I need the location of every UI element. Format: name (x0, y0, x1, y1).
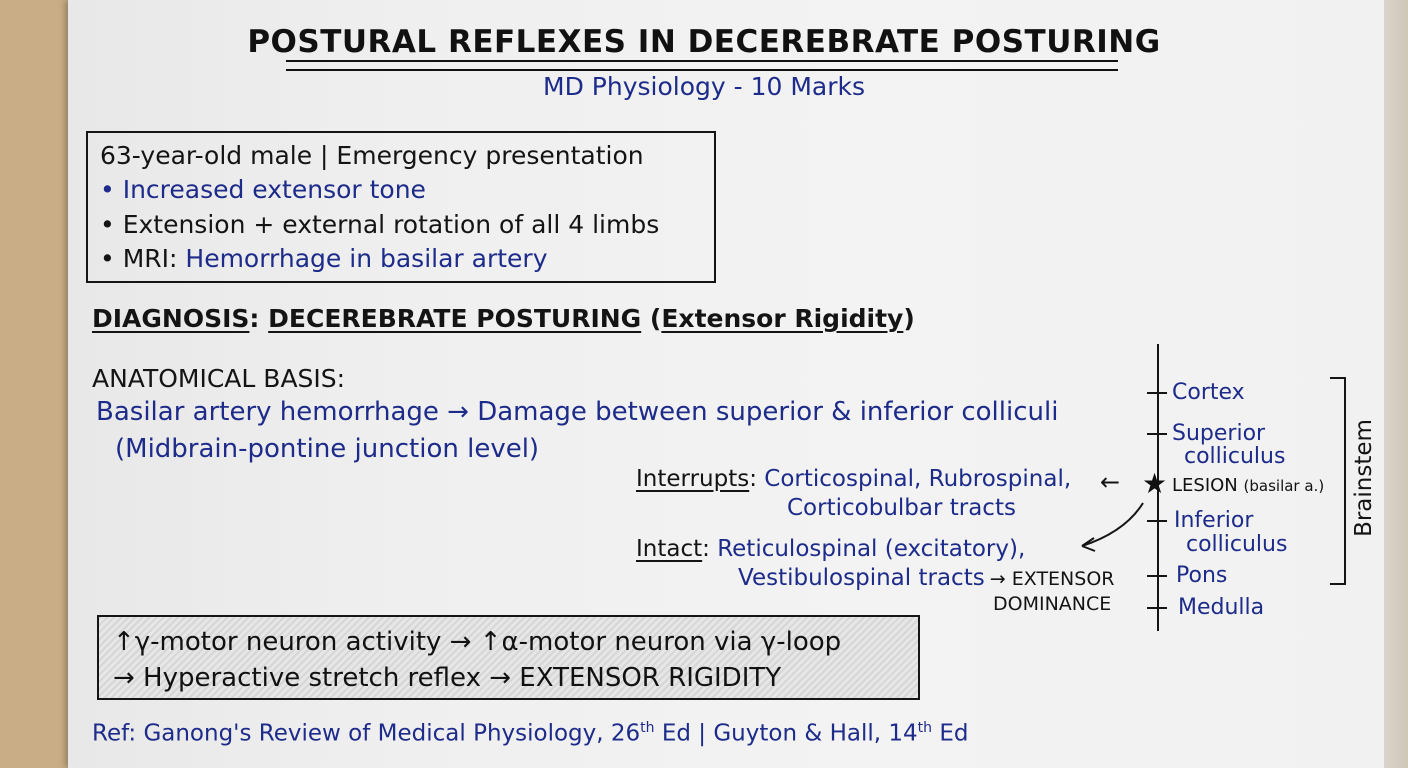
arrow-left-icon: ← (1100, 468, 1121, 496)
reference-line: Ref: Ganong's Review of Medical Physiolo… (92, 720, 968, 747)
case-finding-mri: • MRI: Hemorrhage in basilar artery (100, 244, 548, 273)
mechanism-result: EXTENSOR RIGIDITY (519, 663, 782, 693)
anatomical-line-2: (Midbrain-pontine junction level) (115, 434, 540, 464)
tick-superior-colliculus (1147, 433, 1167, 435)
intact-colon: : (702, 536, 710, 562)
page-subtitle: MD Physiology - 10 Marks (543, 72, 865, 101)
diagnosis-paren-close: ) (903, 304, 915, 333)
ref-separator: | (698, 720, 707, 747)
intact-line: Intact: Reticulospinal (excitatory), (636, 536, 1025, 562)
ref-ganong-sup: th (640, 720, 655, 736)
tick-cortex (1147, 392, 1167, 394)
intact-tracts-1: Reticulospinal (excitatory), (717, 536, 1026, 562)
lesion-note: (basilar a.) (1243, 477, 1325, 495)
intact-line-2: Vestibulospinal tracts → EXTENSOR (738, 565, 1114, 591)
anatomical-line-1: Basilar artery hemorrhage → Damage betwe… (96, 397, 1059, 427)
diagnosis-paren-open: ( (649, 304, 662, 333)
anatomical-heading: ANATOMICAL BASIS: (92, 364, 346, 393)
ref-guyton-sup: th (917, 720, 933, 736)
interrupts-label: Interrupts (636, 466, 750, 492)
case-demographics: 63-year-old male | Emergency presentatio… (100, 141, 644, 170)
intact-label: Intact (636, 536, 703, 562)
ref-prefix: Ref: (92, 720, 137, 747)
diagnosis-line: DIAGNOSIS: DECEREBRATE POSTURING (Extens… (92, 304, 915, 333)
lesion-label-group: LESION (basilar a.) (1172, 475, 1324, 496)
diagnosis-paren-text: Extensor Rigidity (661, 304, 904, 333)
diagnosis-value: DECEREBRATE POSTURING (268, 304, 642, 333)
brainstem-axis (1157, 344, 1159, 631)
level-inferior: Inferior (1174, 508, 1254, 533)
mri-value: Hemorrhage in basilar artery (185, 244, 548, 273)
mechanism-line-2: → Hyperactive stretch reflex → EXTENSOR … (113, 663, 781, 693)
level-cortex: Cortex (1172, 380, 1245, 405)
interrupts-line: Interrupts: Corticospinal, Rubrospinal, (636, 466, 1071, 492)
tick-inferior-colliculus (1147, 520, 1167, 522)
lesion-label: LESION (1172, 475, 1238, 496)
brainstem-label: Brainstem (1351, 419, 1377, 537)
level-inferior-colliculus: colliculus (1186, 532, 1288, 557)
diagnosis-label: DIAGNOSIS (92, 304, 250, 333)
case-finding-tone: • Increased extensor tone (100, 175, 426, 204)
extensor-dominance-1: → EXTENSOR (989, 568, 1115, 590)
interrupts-colon: : (749, 466, 757, 492)
diagnosis-colon: : (249, 304, 260, 333)
interrupts-tracts-1: Corticospinal, Rubrospinal, (764, 466, 1072, 492)
ref-ganong-ed: Ed (661, 720, 691, 747)
lesion-star-icon: ★ (1142, 467, 1168, 500)
extensor-dominance-2: DOMINANCE (993, 593, 1112, 615)
mechanism-stretch-reflex: → Hyperactive stretch reflex → (113, 663, 512, 693)
case-presentation-box: 63-year-old male | Emergency presentatio… (86, 131, 716, 283)
title-double-underline (286, 60, 1118, 71)
tick-medulla (1147, 607, 1167, 609)
brainstem-bracket (1330, 377, 1346, 585)
case-finding-limbs: • Extension + external rotation of all 4… (100, 210, 660, 239)
intact-tracts-2: Vestibulospinal tracts (738, 565, 985, 591)
ref-guyton-ed: Ed (939, 720, 969, 747)
level-superior-colliculus: colliculus (1184, 444, 1286, 469)
mechanism-line-1: ↑γ-motor neuron activity → ↑α-motor neur… (113, 627, 842, 657)
ref-ganong: Ganong's Review of Medical Physiology, 2… (143, 720, 641, 747)
level-superior: Superior (1172, 421, 1266, 446)
tick-pons (1147, 575, 1167, 577)
ref-guyton: Guyton & Hall, 14 (713, 720, 918, 747)
page-title: POSTURAL REFLEXES IN DECEREBRATE POSTURI… (247, 24, 1161, 60)
mri-label: • MRI: (100, 244, 178, 273)
background-edge (1384, 0, 1408, 768)
interrupts-tracts-2: Corticobulbar tracts (787, 495, 1016, 521)
mechanism-box: ↑γ-motor neuron activity → ↑α-motor neur… (97, 615, 920, 700)
level-medulla: Medulla (1178, 595, 1265, 620)
level-pons: Pons (1176, 563, 1228, 588)
